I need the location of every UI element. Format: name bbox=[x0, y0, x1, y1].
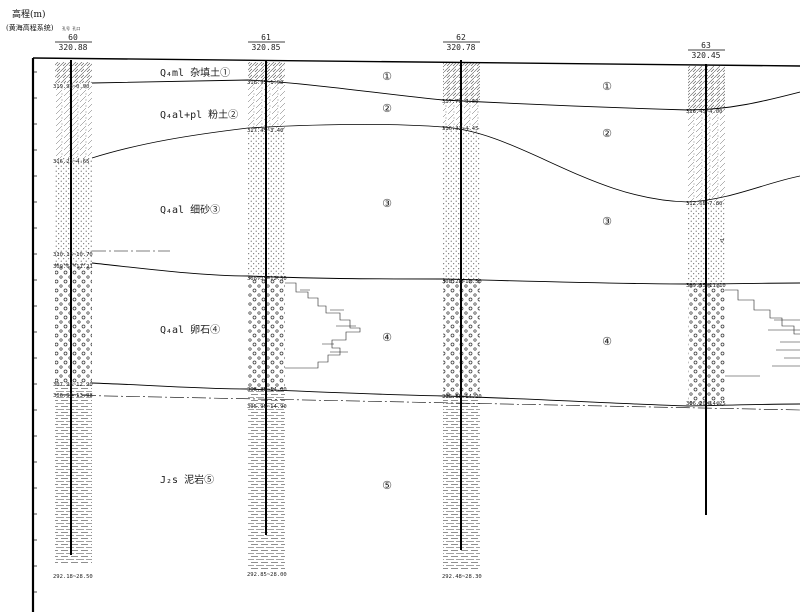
depth-label: 305.95~14.90 bbox=[247, 404, 287, 410]
depth-label: 310.18~10.70 bbox=[53, 252, 93, 258]
layer-number: ② bbox=[382, 102, 392, 115]
depth-label: 309.35~11.10 bbox=[686, 283, 726, 289]
borehole-elevation: 320.78 bbox=[447, 43, 476, 52]
layer-number: ③ bbox=[602, 215, 612, 228]
borehole-header-60: 60 320.88 bbox=[55, 33, 92, 52]
depth-label: 306.85~14.00 bbox=[247, 387, 287, 393]
depth-label: 316.23~4.65 bbox=[53, 159, 89, 165]
axis-title: 高程(m) bbox=[12, 8, 46, 20]
layer-label-silt: Q₄al+pl 粉土② bbox=[160, 108, 238, 121]
stratum-boundaries bbox=[32, 57, 800, 411]
depth-label: 319.98~0.90 bbox=[53, 84, 89, 90]
depth-labels-62: 317.78~3.00 316.33~4.45 308.28~12.50 306… bbox=[442, 99, 482, 580]
layer-number-markers: ① ② ③ ④ ⑤ ① ② ③ ④ bbox=[382, 70, 612, 492]
depth-label: 307.98~12.90 bbox=[53, 382, 93, 388]
borehole-id: 63 bbox=[701, 41, 711, 50]
depth-label: 309.67~11.21 bbox=[53, 264, 93, 270]
elevation-ruler bbox=[31, 58, 37, 612]
bottom-label: 292.85~28.00 bbox=[247, 572, 287, 578]
borehole-column-60 bbox=[55, 60, 92, 563]
borehole-header-61: 61 320.85 bbox=[248, 33, 285, 52]
depth-labels-60: 319.98~0.90 316.23~4.65 310.18~10.70 309… bbox=[53, 84, 93, 580]
depth-labels-63: 316.45~4.00 312.65~7.80 309.35~11.10 306… bbox=[686, 109, 726, 407]
layer-number: ② bbox=[602, 127, 612, 140]
borehole-elevation: 320.85 bbox=[252, 43, 281, 52]
depth-label: 308.35~12.50 bbox=[247, 276, 287, 282]
depth-label: 317.78~3.00 bbox=[442, 99, 478, 105]
layer-number: ① bbox=[382, 70, 392, 83]
depth-label: 306.90~13.98 bbox=[53, 393, 93, 399]
bottom-label: 292.48~28.30 bbox=[442, 574, 482, 580]
borehole-elevation: 320.88 bbox=[59, 43, 88, 52]
layer-number: ⑤ bbox=[382, 479, 392, 492]
layer-number: ① bbox=[602, 80, 612, 93]
depth-label: 308.28~12.50 bbox=[442, 279, 482, 285]
borehole-id: 61 bbox=[261, 33, 271, 42]
layer-number: ④ bbox=[602, 335, 612, 348]
layer-label-gravel: Q₄al 卵石④ bbox=[160, 324, 220, 336]
depth-labels-61: 318.95~1.90 317.45~3.40 308.35~12.50 306… bbox=[247, 80, 287, 578]
borehole-column-61 bbox=[248, 60, 285, 569]
header-small: 孔号 孔口 bbox=[62, 25, 80, 31]
penetration-curve-63 bbox=[725, 289, 800, 377]
borehole-elevation: 320.45 bbox=[692, 51, 721, 60]
borehole-header-63: 63 320.45 bbox=[688, 41, 725, 60]
layer-number: ④ bbox=[382, 331, 392, 344]
borehole-id: 60 bbox=[68, 33, 78, 42]
layer-label-sand: Q₄al 细砂③ bbox=[160, 203, 220, 216]
borehole-column-62 bbox=[443, 60, 480, 571]
borehole-id: 62 bbox=[456, 33, 466, 42]
borehole-header-62: 62 320.78 bbox=[443, 33, 480, 52]
penetration-curve-61 bbox=[285, 282, 361, 369]
depth-label: 318.95~1.90 bbox=[247, 80, 283, 86]
layer-label-fill: Q₄ml 杂填土① bbox=[160, 66, 230, 79]
depth-label: 317.45~3.40 bbox=[247, 128, 283, 134]
depth-label: 316.45~4.00 bbox=[686, 109, 722, 115]
layer-label-mudstone: J₂s 泥岩⑤ bbox=[160, 473, 214, 486]
depth-label: 316.33~4.45 bbox=[442, 126, 478, 132]
borehole-column-63 bbox=[688, 64, 725, 515]
depth-label: 306.20~14.25 bbox=[686, 401, 726, 407]
water-level-marker: ▽ bbox=[720, 237, 725, 245]
depth-label: 312.65~7.80 bbox=[686, 201, 722, 207]
axis-subtitle: (黄海高程系统) bbox=[6, 23, 54, 32]
bottom-label: 292.18~28.50 bbox=[53, 574, 93, 580]
depth-label: 306.58~14.20 bbox=[442, 394, 482, 400]
layer-number: ③ bbox=[382, 197, 392, 210]
layer-labels: Q₄ml 杂填土① Q₄al+pl 粉土② Q₄al 细砂③ Q₄al 卵石④ … bbox=[160, 66, 238, 486]
